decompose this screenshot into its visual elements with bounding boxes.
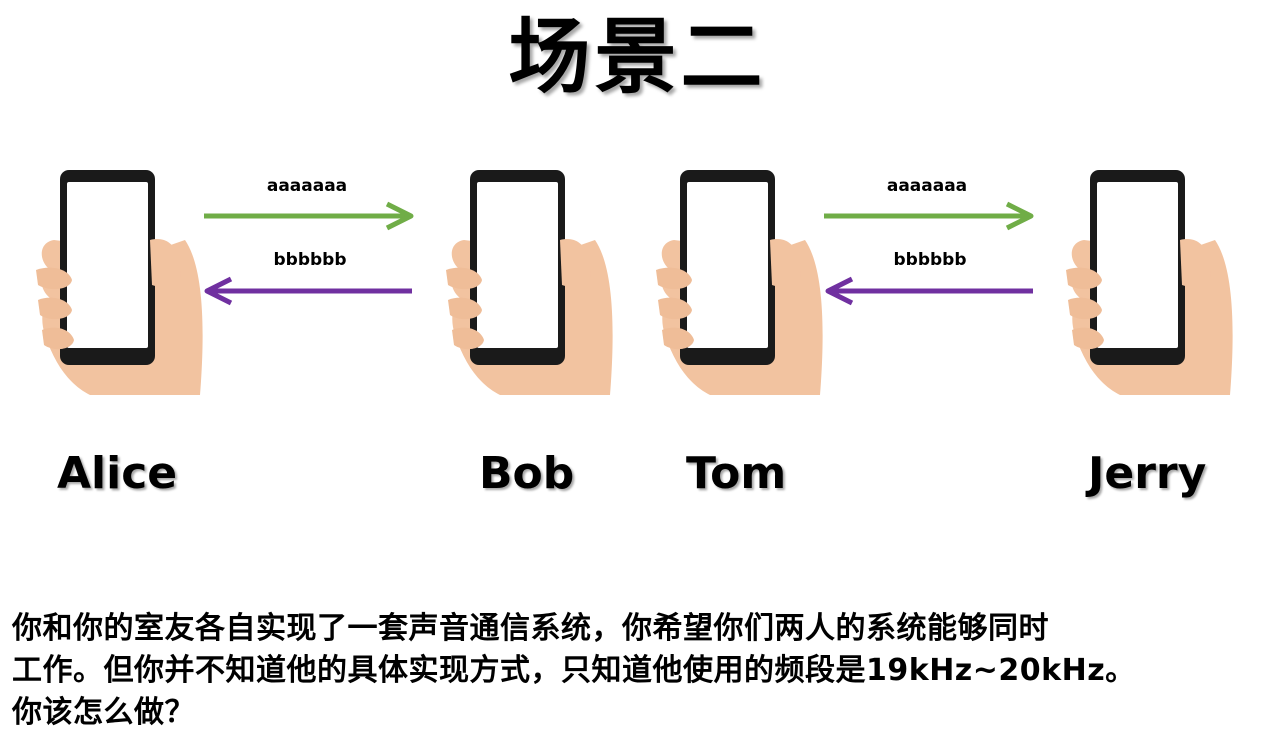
hand-holding-phone-icon: [650, 170, 825, 395]
device-name-alice: Alice: [57, 448, 178, 499]
page-title: 场景二: [508, 10, 767, 105]
arrow-left-icon: [823, 276, 1035, 306]
description-line: 工作。但你并不知道他的具体实现方式，只知道他使用的频段是19kHz~20kHz。: [12, 653, 1136, 688]
device-name-tom: Tom: [686, 448, 787, 499]
scenario-description: 你和你的室友各自实现了一套声音通信系统，你希望你们两人的系统能够同时 工作。但你…: [12, 608, 1267, 734]
description-line: 你和你的室友各自实现了一套声音通信系统，你希望你们两人的系统能够同时: [12, 611, 1049, 646]
arrow-right-icon: [204, 201, 416, 231]
hand-holding-phone-icon: [30, 170, 205, 395]
arrow-left-icon: [202, 276, 414, 306]
backward-message-label: bbbbbb: [893, 250, 967, 270]
forward-message-label: aaaaaaa: [266, 176, 348, 196]
hand-holding-phone-icon: [1060, 170, 1235, 395]
backward-message-label: bbbbbb: [273, 250, 347, 270]
device-name-bob: Bob: [479, 448, 575, 499]
device-name-jerry: Jerry: [1088, 448, 1207, 499]
description-line: 你该怎么做？: [12, 695, 195, 730]
hand-holding-phone-icon: [440, 170, 615, 395]
forward-message-label: aaaaaaa: [886, 176, 968, 196]
arrow-right-icon: [824, 201, 1036, 231]
